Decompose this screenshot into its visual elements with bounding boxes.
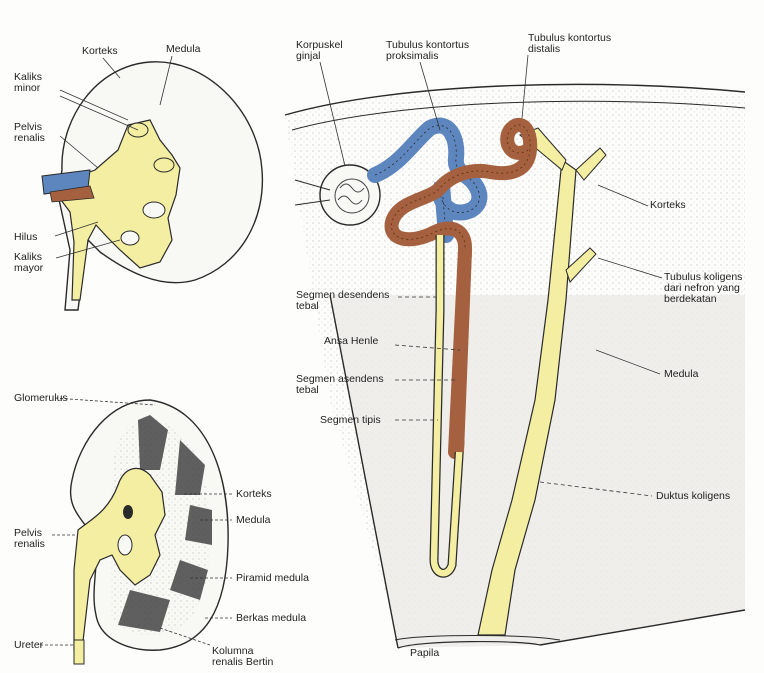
label-berkas-medula: Berkas medula	[236, 613, 306, 624]
label-pelvis-renalis-bottom: Pelvis renalis	[14, 528, 45, 550]
renal-artery-top	[42, 170, 94, 202]
label-korteks-right: Korteks	[650, 200, 686, 211]
label-segmen-tipis: Segmen tipis	[320, 415, 381, 426]
label-papila: Papila	[410, 648, 439, 659]
label-duktus-koligens: Duktus koligens	[656, 491, 730, 502]
label-glomerulus: Glomerulus	[14, 393, 68, 404]
label-segmen-desendens: Segmen desendens tebal	[296, 290, 389, 312]
label-ansa-henle: Ansa Henle	[324, 336, 378, 347]
label-korteks-bottom: Korteks	[236, 489, 272, 500]
label-medula-bottom: Medula	[236, 515, 270, 526]
label-tubulus-proksimalis: Tubulus kontortus proksimalis	[386, 40, 469, 62]
label-hilus: Hilus	[14, 232, 37, 243]
label-segmen-asendens: Segmen asendens tebal	[296, 374, 384, 396]
label-medula-right: Medula	[664, 369, 698, 380]
ureter-bottom	[74, 640, 84, 664]
label-tubulus-koligens: Tubulus koligens dari nefron yang berdek…	[664, 272, 742, 305]
label-korteks-top: Korteks	[82, 46, 118, 57]
label-kaliks-mayor: Kaliks mayor	[14, 252, 43, 274]
label-piramid-medula: Piramid medula	[236, 573, 309, 584]
label-medula-top: Medula	[166, 44, 200, 55]
label-kaliks-minor: Kaliks minor	[14, 72, 42, 94]
label-ureter: Ureter	[14, 640, 43, 651]
label-kolumna: Kolumna renalis Bertin	[212, 646, 273, 668]
label-korpuskel: Korpuskel ginjal	[296, 40, 343, 62]
label-tubulus-distalis: Tubulus kontortus distalis	[528, 33, 611, 55]
label-pelvis-renalis-top: Pelvis renalis	[14, 122, 45, 144]
